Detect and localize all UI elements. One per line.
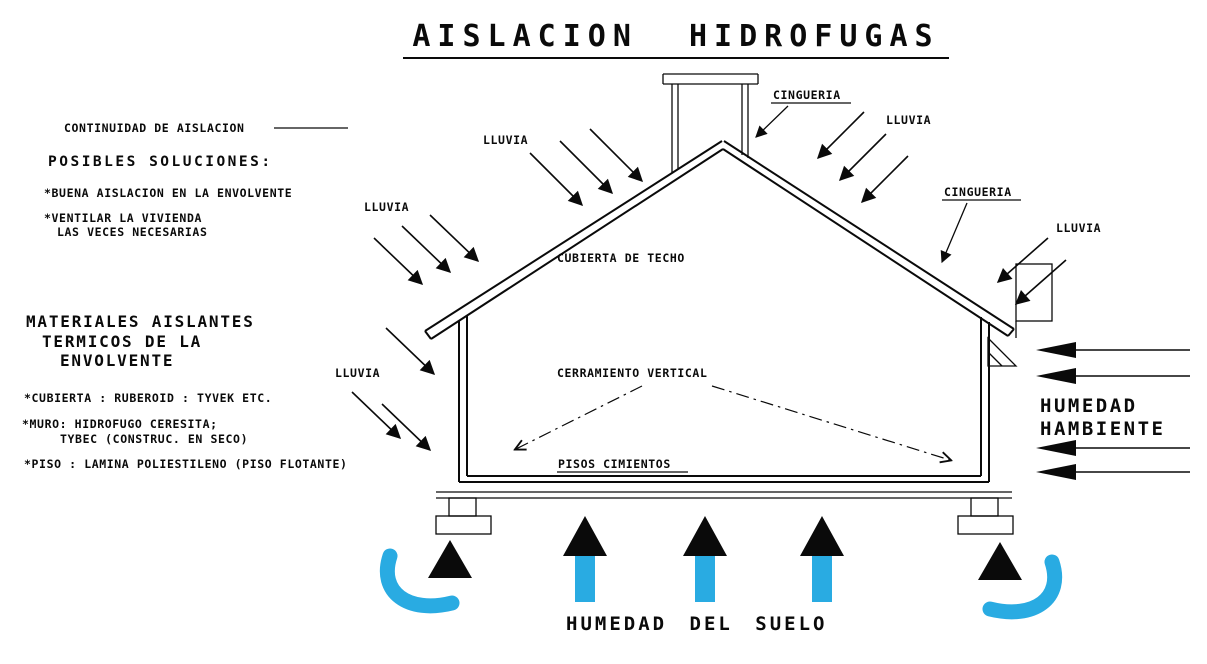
soil-moisture-arrow bbox=[683, 516, 727, 602]
foundation-footings bbox=[435, 497, 1014, 535]
cerramiento-leader-right bbox=[711, 385, 950, 460]
humedad-del-suelo-label: HUMEDAD DEL SUELO bbox=[566, 613, 827, 635]
house-section bbox=[424, 73, 1053, 535]
lluvia-label-lower-left: LLUVIA bbox=[335, 366, 380, 380]
lluvia-label-top-center: LLUVIA bbox=[483, 133, 528, 147]
cerramiento-leader-left bbox=[516, 385, 643, 449]
posibles-soluciones-heading: POSIBLES SOLUCIONES: bbox=[48, 154, 273, 170]
materiales-title-line1: MATERIALES AISLANTES bbox=[26, 312, 255, 331]
floor-slab bbox=[436, 475, 1012, 499]
cingueria-right-leader bbox=[940, 202, 968, 264]
solucion-2-cont: LAS VECES NECESARIAS bbox=[57, 225, 207, 239]
soil-moisture-arrow bbox=[800, 516, 844, 602]
cingueria-top-leader bbox=[755, 105, 789, 138]
solucion-1: *BUENA AISLACION EN LA ENVOLVENTE bbox=[44, 186, 292, 200]
rain-arrows: LLUVIA LLUVIA LLUVIA LLUVIA LLUVIA bbox=[335, 111, 1101, 451]
chimney bbox=[662, 73, 759, 173]
lluvia-label-right: LLUVIA bbox=[1056, 221, 1101, 235]
solucion-2: *VENTILAR LA VIVIENDA bbox=[44, 211, 202, 225]
material-cubierta: *CUBIERTA : RUBEROID : TYVEK ETC. bbox=[24, 391, 272, 405]
pisos-cimientos-label: PISOS CIMIENTOS bbox=[558, 457, 671, 471]
soil-moisture-corner-left bbox=[379, 540, 472, 614]
walls bbox=[458, 316, 990, 482]
continuidad-label: CONTINUIDAD DE AISLACION bbox=[64, 121, 245, 135]
cingueria-right-label: CINGUERIA bbox=[944, 185, 1012, 199]
soil-moisture: HUMEDAD DEL SUELO bbox=[379, 516, 1063, 635]
left-panel: POSIBLES SOLUCIONES: *BUENA AISLACION EN… bbox=[22, 154, 348, 471]
lluvia-label-top-right: LLUVIA bbox=[886, 113, 931, 127]
ambient-humidity: HUMEDAD HAMBIENTE bbox=[1036, 342, 1190, 480]
lluvia-label-upper-left: LLUVIA bbox=[364, 200, 409, 214]
page-title: AISLACION HIDROFUGAS bbox=[412, 19, 939, 54]
humedad-hambiente-line2: HAMBIENTE bbox=[1040, 418, 1165, 440]
humedad-hambiente-line1: HUMEDAD bbox=[1040, 395, 1138, 417]
material-piso: *PISO : LAMINA POLIESTILENO (PISO FLOTAN… bbox=[24, 457, 348, 471]
materiales-title-line3: ENVOLVENTE bbox=[60, 351, 174, 370]
cerramiento-vertical-label: CERRAMIENTO VERTICAL bbox=[557, 366, 707, 380]
cingueria-top-label: CINGUERIA bbox=[773, 88, 841, 102]
cubierta-de-techo-label: CUBIERTA DE TECHO bbox=[557, 251, 685, 265]
soil-moisture-arrow bbox=[563, 516, 607, 602]
callouts: CINGUERIA CINGUERIA CUBIERTA DE TECHO CE… bbox=[64, 88, 1021, 473]
material-muro: *MURO: HIDROFUGO CERESITA; bbox=[22, 417, 218, 431]
roof bbox=[424, 140, 1015, 340]
material-muro-cont: TYBEC (CONSTRUC. EN SECO) bbox=[60, 432, 248, 446]
soil-moisture-corner-right bbox=[978, 542, 1063, 620]
materiales-title-line2: TERMICOS DE LA bbox=[42, 332, 202, 351]
